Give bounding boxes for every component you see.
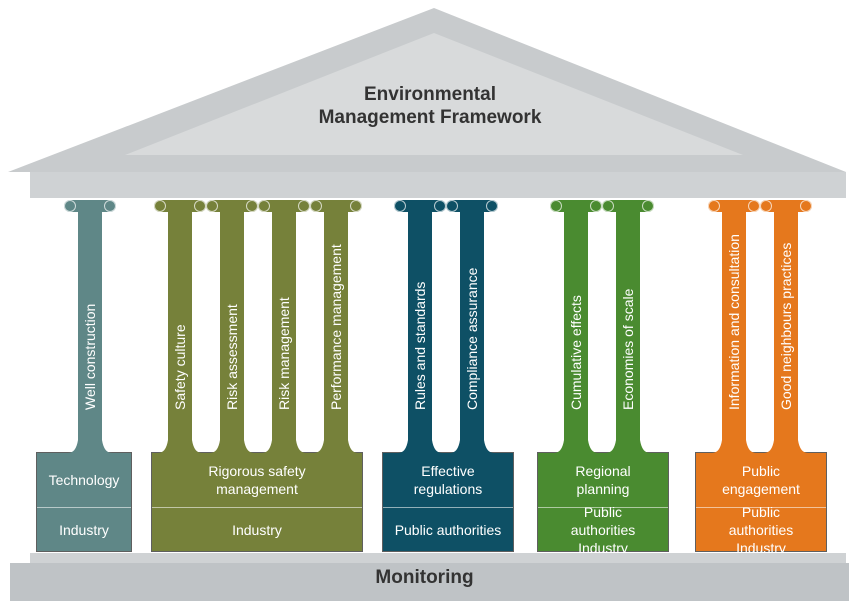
column-foot xyxy=(450,440,494,453)
column-capital xyxy=(394,200,446,212)
scroll-ornament xyxy=(258,200,270,212)
scroll-ornament xyxy=(760,200,772,212)
column-label: Good neighbours practices xyxy=(778,242,794,410)
column-foot xyxy=(68,440,112,453)
column-foot xyxy=(314,440,358,453)
base-step-lower xyxy=(10,563,849,601)
framework-title: Environmental Management Framework xyxy=(250,83,610,129)
block-regulations: Effective regulations Public authorities xyxy=(382,452,514,552)
block-planning: Regional planning Public authorities Ind… xyxy=(537,452,669,556)
scroll-ornament xyxy=(748,200,760,212)
column-foot xyxy=(262,440,306,453)
scroll-ornament xyxy=(310,200,322,212)
block-top-label: Effective regulations xyxy=(413,463,483,497)
column-shaft xyxy=(616,212,640,440)
block-technology: Technology Industry xyxy=(36,452,132,552)
scroll-ornament xyxy=(446,200,458,212)
column-capital xyxy=(708,200,760,212)
column-foot xyxy=(712,440,756,453)
column-foot xyxy=(764,440,808,453)
column-shaft xyxy=(168,212,192,440)
column-label: Well construction xyxy=(82,303,98,410)
column-capital xyxy=(258,200,310,212)
column-foot xyxy=(158,440,202,453)
scroll-ornament xyxy=(104,200,116,212)
column-capital xyxy=(154,200,206,212)
scroll-ornament xyxy=(350,200,362,212)
block-engagement: Public engagement Public authorities Ind… xyxy=(695,452,827,556)
scroll-ornament xyxy=(394,200,406,212)
scroll-ornament xyxy=(590,200,602,212)
block-bottom-label: Public authorities Industry xyxy=(728,504,794,556)
block-bottom-label: Industry xyxy=(59,522,109,538)
column-label: Performance management xyxy=(328,244,344,410)
column-label: Information and consultation xyxy=(726,234,742,410)
column-shaft xyxy=(272,212,296,440)
scroll-ornament xyxy=(708,200,720,212)
scroll-ornament xyxy=(642,200,654,212)
column-capital xyxy=(310,200,362,212)
scroll-ornament xyxy=(298,200,310,212)
block-top-label: Regional planning xyxy=(575,463,631,497)
block-top-label: Public engagement xyxy=(722,463,800,497)
column-foot xyxy=(554,440,598,453)
column-shaft xyxy=(774,212,798,440)
column-label: Risk assessment xyxy=(224,304,240,410)
base-step-upper xyxy=(30,553,846,563)
column-label: Rules and standards xyxy=(412,281,428,410)
framework-title-line1: Environmental xyxy=(364,84,496,105)
block-bottom-label: Industry xyxy=(232,522,282,538)
column-capital xyxy=(550,200,602,212)
block-top-label: Rigorous safety management xyxy=(208,463,306,497)
column-shaft xyxy=(408,212,432,440)
scroll-ornament xyxy=(602,200,614,212)
column-label: Risk management xyxy=(276,297,292,410)
scroll-ornament xyxy=(194,200,206,212)
column-shaft xyxy=(722,212,746,440)
scroll-ornament xyxy=(246,200,258,212)
roof-pediment xyxy=(8,8,846,172)
column-shaft xyxy=(220,212,244,440)
entablature xyxy=(30,172,846,198)
scroll-ornament xyxy=(550,200,562,212)
scroll-ornament xyxy=(434,200,446,212)
scroll-ornament xyxy=(486,200,498,212)
column-foot xyxy=(606,440,650,453)
scroll-ornament xyxy=(64,200,76,212)
column-capital xyxy=(64,200,116,212)
scroll-ornament xyxy=(800,200,812,212)
column-capital xyxy=(206,200,258,212)
scroll-ornament xyxy=(154,200,166,212)
scroll-ornament xyxy=(206,200,218,212)
column-label: Cumulative effects xyxy=(568,295,584,410)
column-shaft xyxy=(324,212,348,440)
monitoring-label: Monitoring xyxy=(375,567,474,588)
block-safety: Rigorous safety management Industry xyxy=(151,452,363,552)
column-shaft xyxy=(564,212,588,440)
block-bottom-label: Public authorities Industry xyxy=(570,504,636,556)
column-foot xyxy=(398,440,442,453)
column-shaft xyxy=(78,212,102,440)
column-label: Safety culture xyxy=(172,324,188,410)
column-shaft xyxy=(460,212,484,440)
block-top-label: Technology xyxy=(48,472,120,488)
block-bottom-label: Public authorities xyxy=(394,522,502,538)
column-foot xyxy=(210,440,254,453)
column-capital xyxy=(760,200,812,212)
column-capital xyxy=(602,200,654,212)
column-capital xyxy=(446,200,498,212)
column-label: Economies of scale xyxy=(620,288,636,410)
column-label: Compliance assurance xyxy=(464,267,480,410)
framework-title-line2: Management Framework xyxy=(318,107,542,128)
